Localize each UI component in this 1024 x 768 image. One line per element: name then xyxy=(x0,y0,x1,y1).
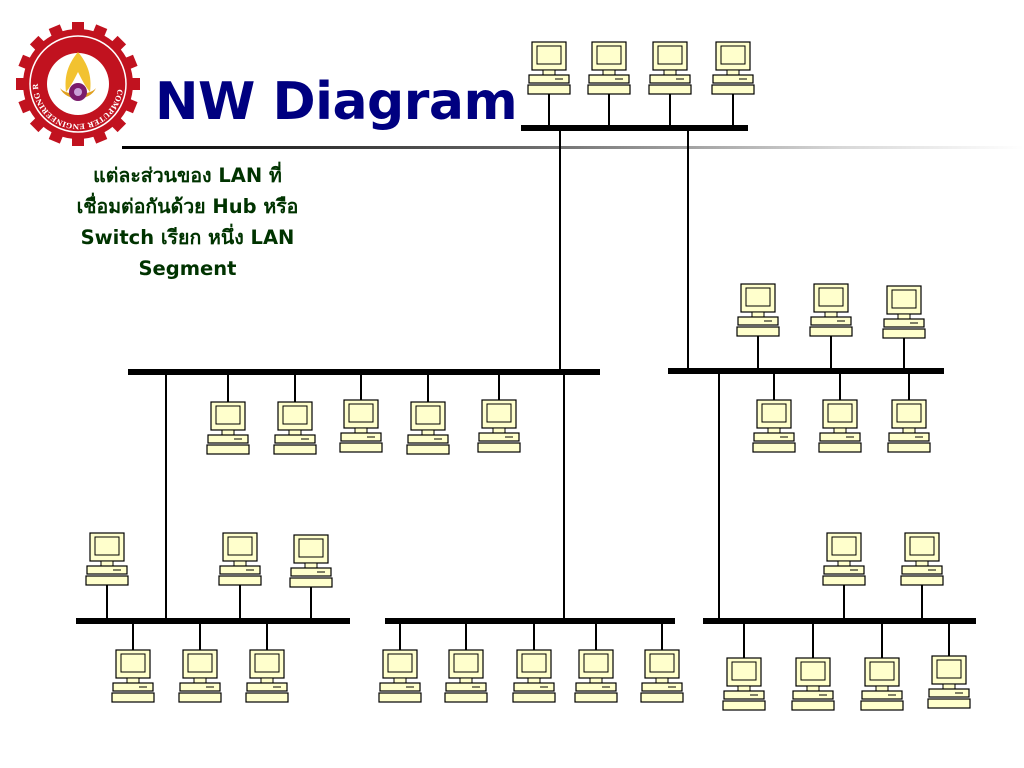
desktop-computer-icon xyxy=(736,283,780,371)
desktop-computer-icon xyxy=(822,532,866,621)
description-line: Switch เรียก หนึ่ง LAN xyxy=(80,226,295,249)
desktop-computer-icon xyxy=(378,621,422,703)
desktop-computer-icon xyxy=(809,283,853,371)
desktop-computer-icon xyxy=(887,371,931,453)
computers-layer xyxy=(85,41,971,711)
desktop-computer-icon xyxy=(245,621,289,703)
title-underline xyxy=(122,146,1024,149)
desktop-computer-icon xyxy=(587,41,631,128)
desktop-computer-icon xyxy=(791,621,835,711)
desktop-computer-icon xyxy=(273,372,317,455)
desktop-computer-icon xyxy=(818,371,862,453)
desktop-computer-icon xyxy=(860,621,904,711)
desktop-computer-icon xyxy=(927,621,971,709)
desktop-computer-icon xyxy=(289,534,333,621)
desktop-computer-icon xyxy=(512,621,556,703)
university-logo: COMPUTER ENGINEERING RSU xyxy=(16,22,140,146)
desktop-computer-icon xyxy=(711,41,755,128)
desktop-computer-icon xyxy=(527,41,571,128)
desktop-computer-icon xyxy=(339,372,383,453)
desktop-computer-icon xyxy=(640,621,684,703)
desktop-computer-icon xyxy=(574,621,618,703)
desktop-computer-icon xyxy=(218,532,262,621)
desktop-computer-icon xyxy=(648,41,692,128)
description-line: เชื่อมต่อกันด้วย Hub หรือ xyxy=(76,195,299,218)
segments-layer xyxy=(76,125,976,624)
desktop-computer-icon xyxy=(178,621,222,703)
desktop-computer-icon xyxy=(477,372,521,453)
desktop-computer-icon xyxy=(444,621,488,703)
desktop-computer-icon xyxy=(900,532,944,621)
desktop-computer-icon xyxy=(752,371,796,453)
description-line: Segment xyxy=(138,257,237,280)
links-layer xyxy=(165,128,720,621)
desktop-computer-icon xyxy=(206,372,250,455)
desktop-computer-icon xyxy=(406,372,450,455)
desktop-computer-icon xyxy=(111,621,155,703)
description-line: แต่ละส่วนของ LAN ที่ xyxy=(93,164,282,187)
segment-description: แต่ละส่วนของ LAN ที่ เชื่อมต่อกันด้วย Hu… xyxy=(30,160,345,284)
page-title: NW Diagram xyxy=(155,72,518,132)
desktop-computer-icon xyxy=(85,532,129,621)
desktop-computer-icon xyxy=(722,621,766,711)
desktop-computer-icon xyxy=(882,285,926,371)
